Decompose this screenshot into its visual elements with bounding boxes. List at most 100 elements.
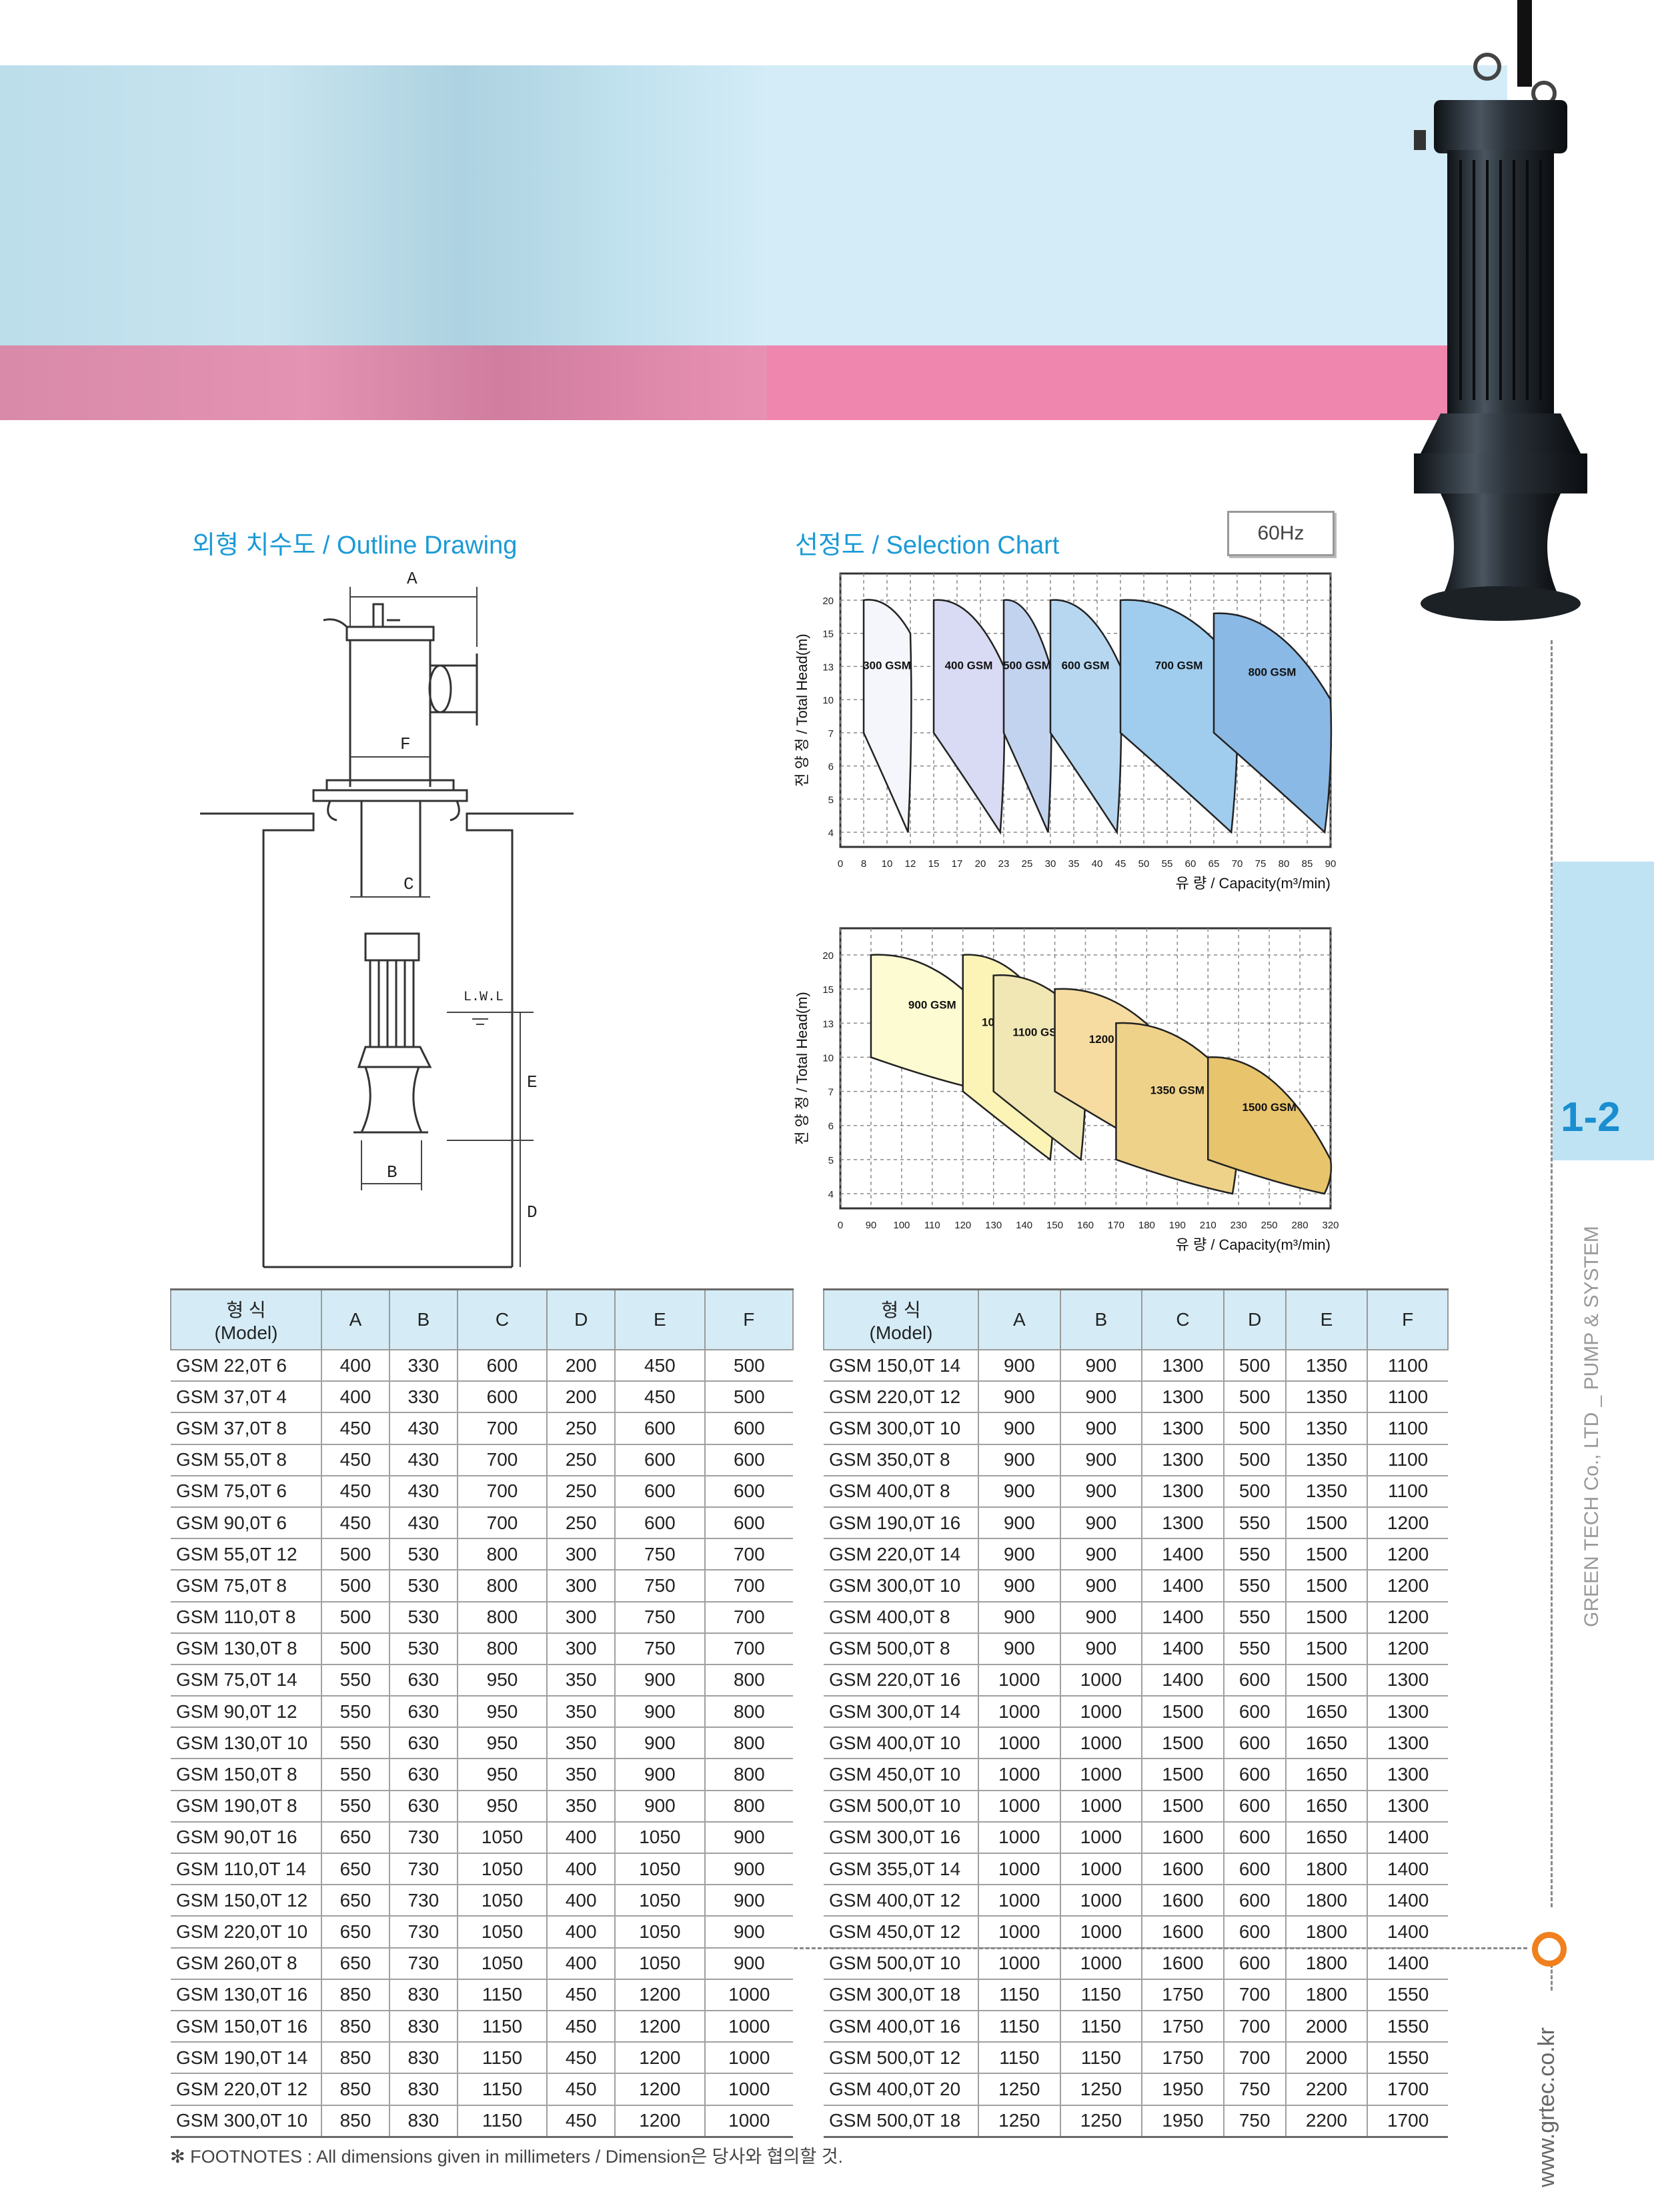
dimension-cell: 600	[704, 1506, 793, 1540]
dimension-cell: 900	[978, 1475, 1060, 1508]
y-tick-label: 20	[822, 950, 834, 962]
x-tick-label: 40	[1092, 858, 1103, 870]
model-cell: GSM 37,0T 8	[171, 1412, 321, 1445]
x-tick-label: 130	[985, 1220, 1002, 1231]
dimension-cell: 1250	[978, 2073, 1060, 2106]
dimension-cell: 1700	[1367, 2073, 1448, 2106]
model-cell: GSM 500,0T 18	[824, 2105, 978, 2138]
model-cell: GSM 130,0T 16	[171, 1979, 321, 2011]
dimension-cell: 1300	[1141, 1506, 1224, 1540]
model-cell: GSM 110,0T 14	[171, 1853, 321, 1886]
dimension-cell: 950	[456, 1664, 548, 1697]
dimension-cell: 600	[1222, 1947, 1286, 1980]
dimension-cell: 400	[546, 1916, 616, 1949]
dimension-cell: 1050	[614, 1821, 705, 1855]
dimension-cell: 850	[321, 1979, 389, 2011]
dimension-cell: 600	[1222, 1727, 1286, 1760]
dimension-cell: 1400	[1141, 1664, 1224, 1697]
model-cell: GSM 190,0T 16	[824, 1506, 978, 1540]
col-header-b: B	[388, 1288, 458, 1350]
series-area	[1049, 599, 1122, 835]
model-cell: GSM 260,0T 8	[171, 1947, 321, 1980]
dimension-cell: 1650	[1285, 1821, 1368, 1855]
dimension-cell: 1000	[1059, 1916, 1142, 1949]
dimension-cell: 500	[1222, 1381, 1286, 1414]
dimension-cell: 900	[1059, 1475, 1142, 1508]
dimension-cell: 1650	[1285, 1790, 1368, 1823]
dimension-cell: 1300	[1367, 1727, 1448, 1760]
y-axis-label: 전 양 정 / Total Head(m)	[794, 992, 810, 1144]
dimension-cell: 900	[978, 1538, 1060, 1571]
dimension-cell: 600	[1222, 1853, 1286, 1886]
dimension-cell: 300	[546, 1538, 616, 1571]
side-dashed-line-bottom	[794, 1947, 1527, 1949]
dimension-cell: 830	[388, 2042, 458, 2075]
dimension-cell: 900	[1059, 1444, 1142, 1476]
dimension-cell: 650	[321, 1916, 389, 1949]
dimension-cell: 450	[546, 2105, 616, 2138]
dimension-cell: 1300	[1367, 1664, 1448, 1697]
dimension-cell: 500	[1222, 1412, 1286, 1445]
series-label: 400 GSM	[945, 659, 993, 672]
dimension-cell: 750	[1222, 2073, 1286, 2106]
dimension-cell: 450	[321, 1412, 389, 1445]
model-cell: GSM 55,0T 12	[171, 1538, 321, 1571]
dimension-cell: 900	[1059, 1506, 1142, 1540]
lwl-label: L.W.L	[464, 990, 504, 1005]
dimension-cell: 1000	[978, 1664, 1060, 1697]
dimension-cell: 550	[321, 1727, 389, 1760]
dimension-cell: 900	[978, 1632, 1060, 1665]
model-header: 형 식(Model)	[823, 1288, 979, 1350]
dimension-cell: 250	[546, 1506, 616, 1540]
dimension-cell: 1500	[1285, 1664, 1368, 1697]
orange-circle-marker	[1532, 1932, 1567, 1967]
model-cell: GSM 90,0T 12	[171, 1696, 321, 1729]
y-tick-label: 7	[828, 728, 834, 740]
series-area	[1207, 1056, 1333, 1195]
dimension-cell: 900	[704, 1947, 793, 1980]
y-tick-label: 10	[822, 695, 834, 706]
dimension-cell: 1000	[1059, 1947, 1142, 1980]
x-tick-label: 85	[1302, 858, 1313, 870]
series-area	[932, 599, 1006, 835]
model-cell: GSM 220,0T 14	[824, 1538, 978, 1571]
y-tick-label: 4	[828, 1189, 834, 1200]
model-cell: GSM 37,0T 4	[171, 1381, 321, 1414]
dimension-cell: 1500	[1285, 1632, 1368, 1665]
col-header-a: A	[321, 1288, 390, 1350]
dimension-cell: 1600	[1141, 1916, 1224, 1949]
dimension-cell: 1000	[1059, 1853, 1142, 1886]
dimension-cell: 2000	[1285, 2010, 1368, 2043]
dimension-cell: 1400	[1141, 1601, 1224, 1634]
dimension-cell: 500	[321, 1601, 389, 1634]
dimension-cell: 1200	[614, 2073, 705, 2106]
dimension-cell: 1000	[1059, 1727, 1142, 1760]
dimension-cell: 700	[704, 1632, 793, 1665]
outline-drawing: A F C L.W.L E B D	[200, 569, 574, 1268]
dimension-cell: 1500	[1141, 1696, 1224, 1729]
dimension-cell: 800	[704, 1696, 793, 1729]
dimension-cell: 1150	[978, 1979, 1060, 2011]
dimension-cell: 600	[614, 1412, 705, 1445]
x-tick-label: 15	[928, 858, 940, 870]
series-area	[1212, 612, 1333, 834]
dimension-cell: 700	[1222, 2042, 1286, 2075]
dimension-cell: 1000	[704, 2042, 793, 2075]
dimension-cell: 600	[1222, 1790, 1286, 1823]
dimension-cell: 1300	[1367, 1696, 1448, 1729]
dimension-cell: 1250	[978, 2105, 1060, 2138]
dimension-cell: 900	[978, 1570, 1060, 1602]
dimension-cell: 350	[546, 1790, 616, 1823]
company-name: GREEN TECH Co., LTD _ PUMP & SYSTEM	[1581, 1226, 1603, 1627]
dimension-cell: 450	[614, 1381, 705, 1414]
website-url[interactable]: www.grtec.co.kr	[1534, 2027, 1559, 2187]
dimension-cell: 850	[321, 2073, 389, 2106]
dimension-cell: 900	[704, 1821, 793, 1855]
